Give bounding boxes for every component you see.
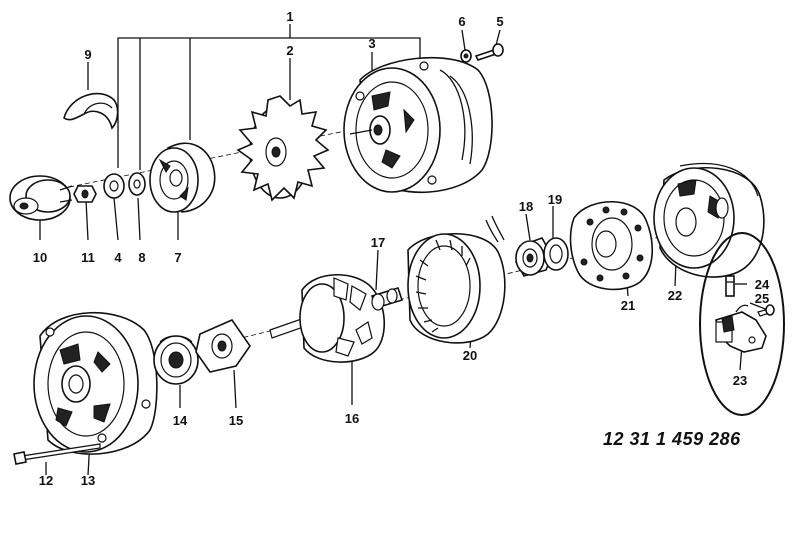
callout-3: 3: [368, 36, 375, 51]
callout-5: 5: [496, 14, 503, 29]
callout-21: 21: [621, 298, 635, 313]
callout-1: 1: [286, 9, 293, 24]
callout-labels: 1 2 3 4 5 6 7 8 9 10 11 12 13 14 15 16 1…: [33, 9, 770, 488]
callout-23: 23: [733, 373, 747, 388]
part-22-end-cover: [653, 162, 765, 278]
part-number-label: 12 31 1 459 286: [603, 429, 741, 449]
callout-8: 8: [138, 250, 145, 265]
part-13-slip-ring-end-housing: [33, 311, 158, 455]
part-24-brush: [725, 275, 735, 297]
callout-24: 24: [755, 277, 770, 292]
callout-16: 16: [345, 411, 359, 426]
callout-7: 7: [174, 250, 181, 265]
part-10-pulley-hub: [9, 175, 73, 221]
part-19-ring: [543, 237, 569, 271]
part-4-washer: [103, 173, 125, 199]
callout-19: 19: [548, 192, 562, 207]
callout-6: 6: [458, 14, 465, 29]
callout-13: 13: [81, 473, 95, 488]
regulator-highlight-circle: [699, 232, 785, 416]
part-25-screw: [757, 304, 775, 317]
part-14-bearing: [153, 335, 199, 385]
part-21-rectifier: [569, 200, 654, 291]
callout-2: 2: [286, 43, 293, 58]
part-2-fan: [236, 95, 330, 202]
part-18-bearing: [515, 237, 553, 277]
part-11-nut: [73, 185, 97, 203]
callout-15: 15: [229, 413, 243, 428]
callout-22: 22: [668, 288, 682, 303]
part-7-pulley: [149, 142, 216, 213]
callout-10: 10: [33, 250, 47, 265]
part-6-washer: [460, 49, 472, 63]
part-9-key: [63, 92, 119, 130]
part-23-voltage-regulator: [715, 304, 767, 353]
part-12-bolt: [13, 443, 101, 465]
callout-14: 14: [173, 413, 188, 428]
callout-12: 12: [39, 473, 53, 488]
part-5-screw: [474, 43, 504, 61]
callout-17: 17: [371, 235, 385, 250]
part-15-bearing-plate: [195, 319, 251, 373]
part-8-washer: [128, 172, 146, 196]
callout-18: 18: [519, 199, 533, 214]
part-1-drive-end-housing: [343, 56, 493, 194]
callout-25: 25: [755, 291, 769, 306]
part-20-stator: [407, 215, 506, 344]
callout-9: 9: [84, 47, 91, 62]
callout-4: 4: [114, 250, 122, 265]
callout-20: 20: [463, 348, 477, 363]
part-16-rotor: [269, 273, 404, 363]
callout-11: 11: [81, 250, 95, 265]
